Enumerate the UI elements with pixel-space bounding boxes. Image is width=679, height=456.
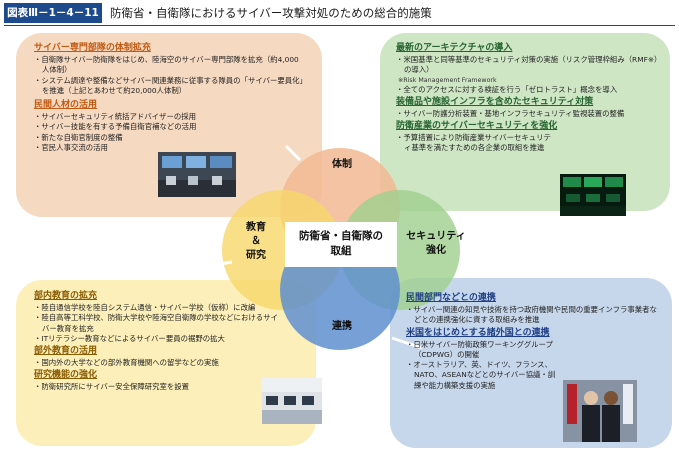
heading-cyber-units: サイバー専門部隊の体制拡充 [34,43,151,53]
item-rmf: ・米国基準と同等基準のセキュリティ対策の実施（リスク管理枠組み（RMF※）の導入… [396,55,658,75]
education-text: 部内教育の拡充 ・陸自通信学校を陸自システム通信・サイバー学校（仮称）に改編 ・… [34,289,284,393]
heading-equipment-security: 装備品や施設インフラを含めたセキュリティ対策 [396,96,594,107]
item-monitoring: ・サイバー防護分析装置・基地インフラセキュリティ監視装置の整備 [396,108,625,118]
heading-internal-education: 部内教育の拡充 [34,291,98,301]
operations-room-photo [158,152,236,197]
figure-label: 図表Ⅲ－1－4－11 [4,3,102,23]
heading-research: 研究機能の強化 [34,370,98,381]
item-new-system: ・新たな自衛官制度の整備 [34,132,123,142]
item-study-abroad: ・国内外の大学などの部外教育機関への留学などの実施 [34,358,219,368]
classroom-photo [262,378,322,424]
connector-organization [284,144,302,162]
item-cyber-units-expand: ・自衛隊サイバー防衛隊をはじめ、陸海空のサイバー専門部隊を拡充（約4,000人体… [34,55,299,75]
label-ampersand: ＆ [251,236,261,247]
label-enhancement: 強化 [426,245,446,256]
organization-text: サイバー専門部隊の体制拡充 ・自衛隊サイバー防衛隊をはじめ、陸海空のサイバー専門… [34,41,306,153]
item-exchange: ・官民人事交流の活用 [34,143,108,153]
heading-defense-industry: 防衛産業のサイバーセキュリティを強化 [396,121,558,132]
item-research-office: ・防衛研究所にサイバー安全保障研究室を設置 [34,382,190,392]
label-security: セキュリティ [406,231,466,242]
heading-architecture: 最新のアーキテクチャの導入 [396,43,513,53]
header-rule [4,25,675,26]
label-research: 研究 [246,250,266,261]
note-rmf: ※Risk Management Framework [398,76,497,84]
item-advisor: ・サイバーセキュリティ統括アドバイザーの採用 [34,112,197,122]
item-zero-trust: ・全てのアクセスに対する検証を行う「ゼロトラスト」概念を導入 [396,84,618,94]
label-organization: 体制 [332,159,352,170]
label-cooperation: 連携 [332,321,352,332]
item-cdpwg: ・日米サイバー防衛政策ワーキンググループ（CDPWG）の開催 [406,339,553,359]
cyber-center-photo [560,174,626,216]
item-school-reorg: ・陸自通信学校を陸自システム通信・サイバー学校（仮称）に改編 [34,303,256,312]
label-education: 教育 [246,222,266,233]
center-title-line2: 取組 [330,245,352,257]
security-text: 最新のアーキテクチャの導入 ・米国基準と同等基準のセキュリティ対策の実施（リスク… [396,41,658,154]
item-reserve: ・サイバー技能を有する予備自衛官補などの活用 [34,122,197,132]
connector-security [461,230,511,246]
figure-header: 図表Ⅲ－1－4－11 防衛省・自衛隊におけるサイバー攻撃対処のための総合的施策 [0,0,679,26]
label-education-research: 教育 ＆ 研究 [236,221,276,263]
item-international: ・オーストラリア、英、ドイツ、フランス、NATO、ASEANなどとのサイバー協議… [406,360,556,390]
center-title: 防衛省・自衛隊の 取組 [285,222,397,267]
center-title-line1: 防衛省・自衛隊の [299,230,383,242]
heading-private-sector: 民間部門などとの連携 [406,293,496,303]
item-private-cooperation: ・サイバー関連の知見や技術を持つ政府機関や民間の重要インフラ事業者などとの連携強… [406,305,657,325]
item-industry-budget: ・予算措置により防衛産業サイバーセキュリティ基準を満たすための各企業の取組を推進 [396,133,551,153]
cooperation-text: 民間部門などとの連携 ・サイバー関連の知見や技術を持つ政府機関や民間の重要インフ… [406,291,662,391]
defense-meeting-photo [563,380,637,442]
item-cyber-personnel: ・システム調達や整備などサイバー関連業務に従事する隊員の「サイバー要員化」を推進… [34,75,304,95]
connector-education [169,260,233,274]
heading-private-talent: 民間人材の活用 [34,100,98,111]
label-security-enhancement: セキュリティ 強化 [398,230,474,258]
connector-cooperation [391,336,423,350]
item-cyber-education: ・陸自高等工科学校、防衛大学校や陸海空自衛隊の学校などにおけるサイバー教育を拡充 [34,313,278,333]
heading-external-education: 部外教育の活用 [34,346,98,357]
item-it-literacy: ・ITリテラシー教育などによるサイバー要員の裾野の拡大 [34,333,225,343]
figure-title: 防衛省・自衛隊におけるサイバー攻撃対処のための総合的施策 [110,6,432,20]
heading-foreign-cooperation: 米国をはじめとする諸外国との連携 [406,327,550,338]
